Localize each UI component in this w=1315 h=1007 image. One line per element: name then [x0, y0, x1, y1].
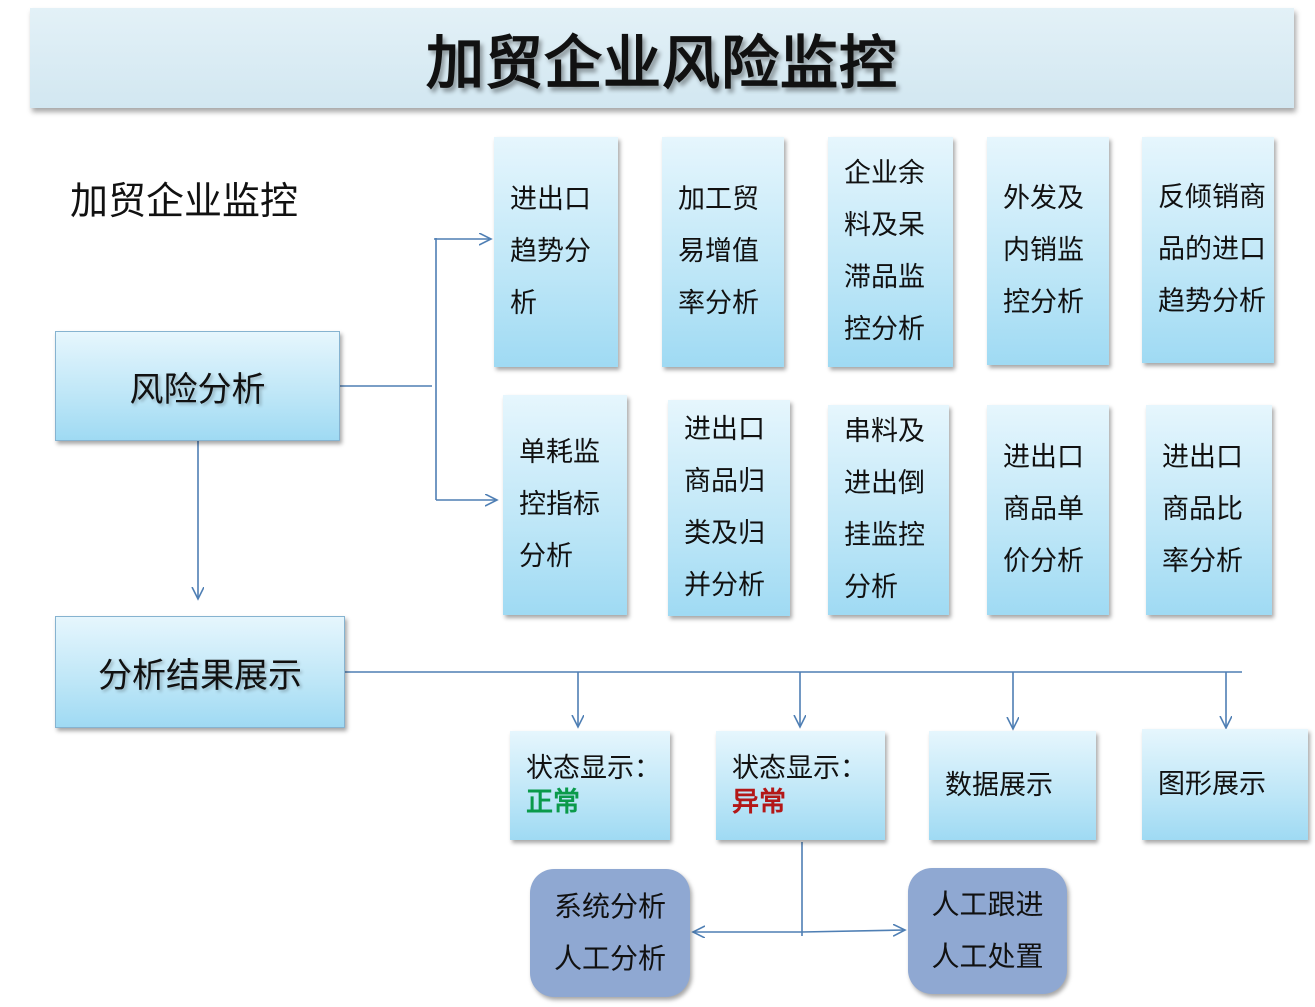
- cell-surplus-stagnant: 企业余料及呆滞品监控分析: [828, 137, 953, 367]
- status-abnormal-box: 状态显示： 异常: [716, 731, 885, 840]
- cell-label: 进出口商品归类及归并分析: [684, 414, 765, 601]
- action-label: 人工跟进: [931, 888, 1044, 921]
- status-normal-box: 状态显示： 正常: [510, 731, 670, 840]
- action-label: 人工分析: [553, 942, 666, 975]
- cell-import-export-trend: 进出口趋势分析: [494, 137, 618, 367]
- action-label: 系统分析: [553, 890, 666, 923]
- action-label: 人工处置: [931, 940, 1044, 973]
- status-prefix-label: 状态显示：: [732, 752, 867, 784]
- data-display-box: 数据展示: [929, 731, 1096, 840]
- cell-label: 进出口趋势分析: [510, 184, 591, 319]
- cell-ratio: 进出口商品比率分析: [1146, 405, 1272, 615]
- subtitle: 加贸企业监控: [70, 179, 299, 223]
- cell-unit-price: 进出口商品单价分析: [987, 405, 1109, 615]
- cell-label: 加工贸易增值率分析: [678, 184, 759, 319]
- cell-cross-material: 串料及进出倒挂监控分析: [828, 405, 949, 615]
- data-display-label: 数据展示: [945, 769, 1053, 801]
- cell-anti-dumping: 反倾销商品的进口趋势分析: [1142, 137, 1274, 363]
- result-display-box: 分析结果展示: [55, 616, 345, 728]
- cell-label: 进出口商品比率分析: [1162, 442, 1243, 577]
- system-manual-analysis-box: 系统分析 人工分析: [530, 869, 690, 997]
- title-banner: 加贸企业风险监控: [30, 8, 1294, 108]
- risk-analysis-box: 风险分析: [55, 331, 340, 441]
- status-abnormal-value: 异常: [732, 786, 786, 818]
- result-display-label: 分析结果展示: [98, 655, 302, 696]
- cell-unit-consumption: 单耗监控指标分析: [503, 395, 627, 615]
- cell-label: 企业余料及呆滞品监控分析: [844, 158, 925, 345]
- cell-label: 单耗监控指标分析: [519, 437, 600, 572]
- cell-outsourcing-domestic: 外发及内销监控分析: [987, 137, 1109, 365]
- cell-label: 串料及进出倒挂监控分析: [844, 416, 925, 603]
- status-normal-value: 正常: [526, 786, 580, 818]
- graph-display-box: 图形展示: [1142, 729, 1308, 840]
- page-title: 加贸企业风险监控: [425, 29, 898, 97]
- cell-processing-value-added: 加工贸易增值率分析: [662, 137, 784, 367]
- status-prefix-label: 状态显示：: [526, 752, 661, 784]
- cell-label: 进出口商品单价分析: [1003, 442, 1084, 577]
- arrow-right-action: [801, 930, 904, 932]
- cell-label: 反倾销商品的进口趋势分析: [1158, 182, 1266, 317]
- manual-followup-box: 人工跟进 人工处置: [908, 868, 1067, 994]
- cell-label: 外发及内销监控分析: [1003, 183, 1084, 318]
- graph-display-label: 图形展示: [1158, 768, 1266, 800]
- cell-classification-merge: 进出口商品归类及归并分析: [668, 400, 790, 616]
- risk-analysis-label: 风险分析: [129, 369, 266, 410]
